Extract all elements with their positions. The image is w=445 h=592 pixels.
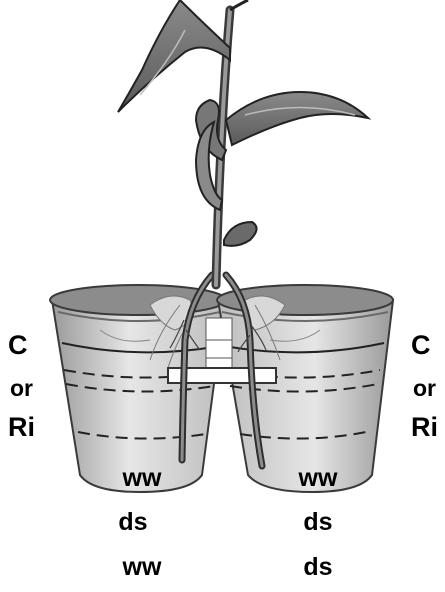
- right-pot-condition-3: ds: [303, 555, 332, 580]
- right-label-ri: Ri: [411, 414, 438, 441]
- right-label-c: C: [411, 332, 431, 359]
- left-pot-condition-3: ww: [123, 555, 162, 580]
- left-pot: [50, 285, 226, 492]
- left-pot-condition-1: ww: [123, 466, 162, 491]
- left-label-ri: Ri: [8, 414, 35, 441]
- maize-plant: [118, 0, 368, 285]
- right-pot-condition-2: ds: [303, 510, 332, 535]
- right-pot-condition-1: ww: [299, 466, 338, 491]
- left-label-or: or: [10, 377, 33, 400]
- left-label-c: C: [8, 332, 28, 359]
- right-label-or: or: [413, 377, 436, 400]
- left-pot-condition-2: ds: [118, 510, 147, 535]
